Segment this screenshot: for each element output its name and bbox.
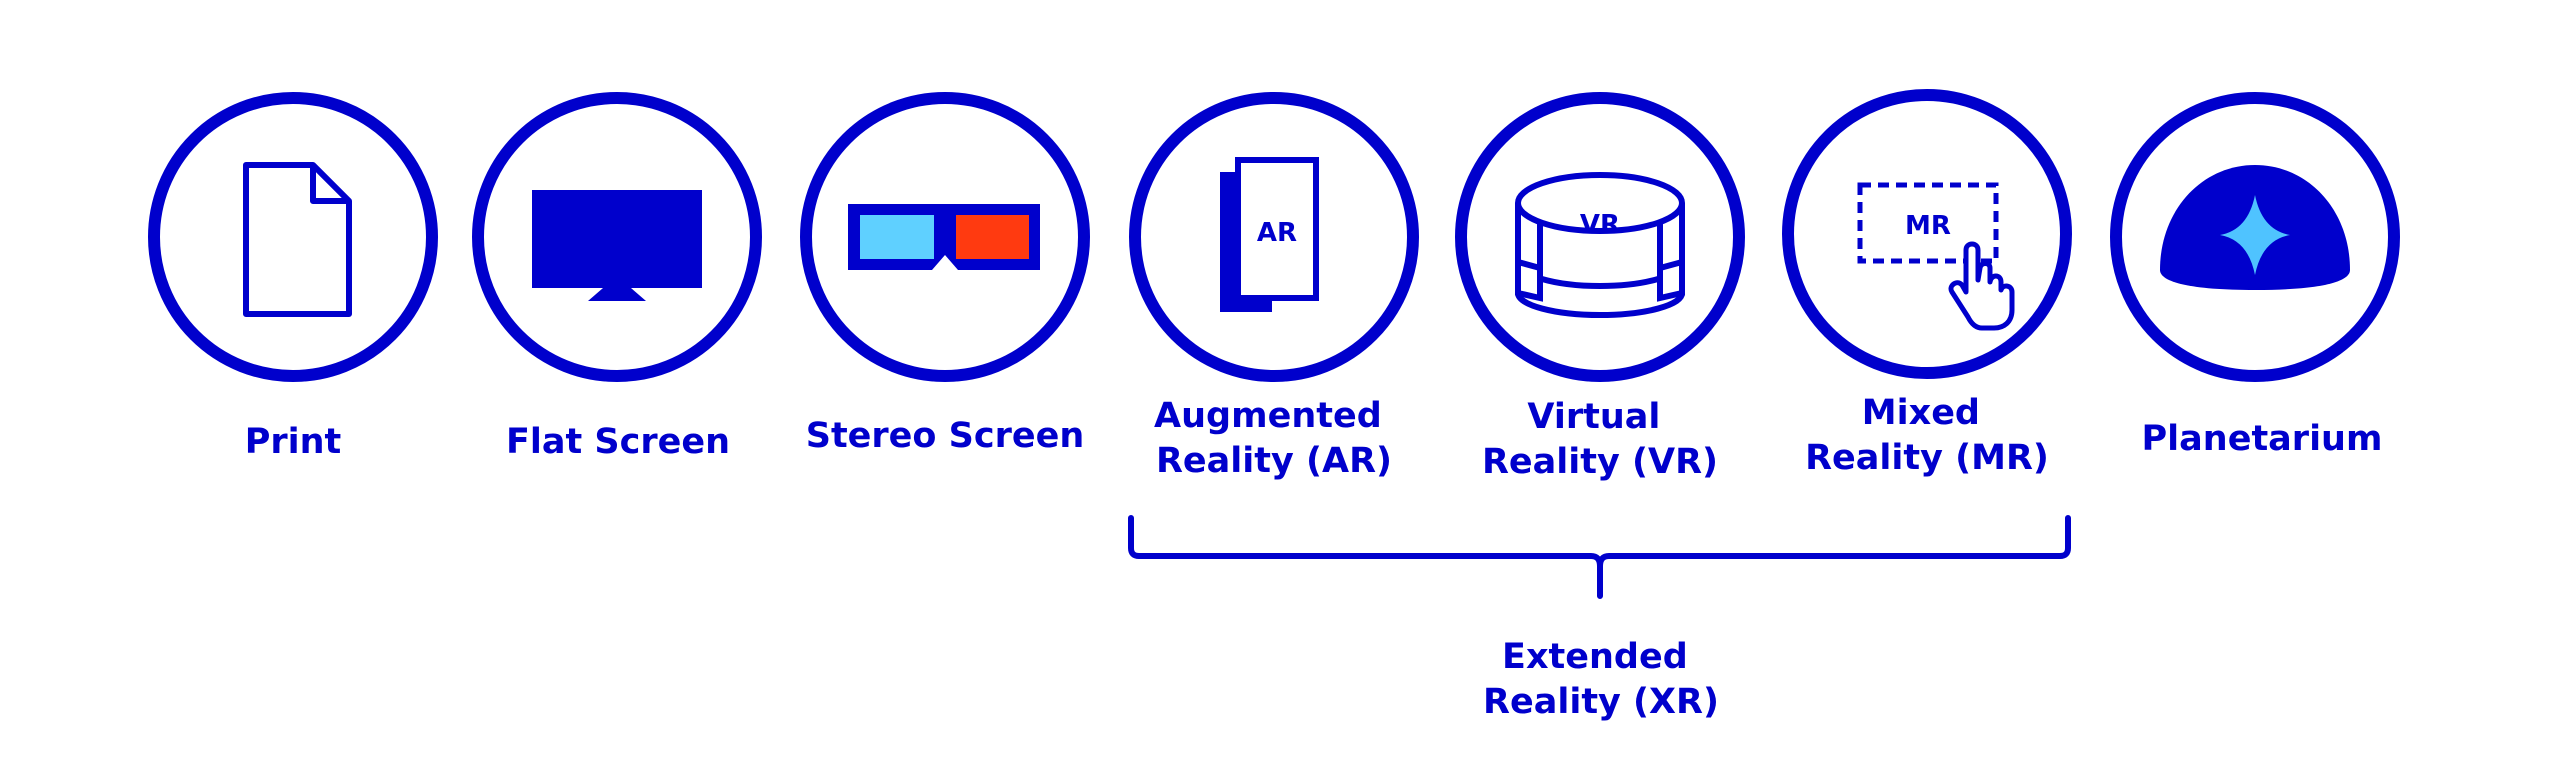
hand-pointer-icon xyxy=(1948,241,2015,331)
augmented-reality-label-line2: Reality (AR) xyxy=(1156,441,1392,481)
svg-text:Virtual Reality (VR): Virtual Reality (VR) xyxy=(1482,397,1718,482)
item-augmented-reality: AR Augmented Reality (AR) xyxy=(1129,92,1419,481)
item-stereo-screen: Stereo Screen xyxy=(800,92,1090,456)
monitor-icon xyxy=(532,190,702,301)
item-virtual-reality: VR Virtual Reality (VR) xyxy=(1455,92,1745,482)
ar-device-icon: AR xyxy=(1220,157,1319,312)
extended-reality-bracket xyxy=(1128,515,2071,599)
extended-reality-group: Extended Reality (XR) xyxy=(1128,515,2071,722)
print-circle xyxy=(148,92,438,382)
stereo-screen-circle xyxy=(800,92,1090,382)
document-icon xyxy=(243,162,352,317)
vr-icon-text: VR xyxy=(1580,210,1620,240)
virtual-reality-circle xyxy=(1455,92,1745,382)
ar-icon-text: AR xyxy=(1257,218,1297,248)
item-mixed-reality: MR Mixed Reality (MR) xyxy=(1782,89,2072,478)
dome-star-icon xyxy=(2160,165,2350,290)
vr-cylinder-icon: VR xyxy=(1515,172,1685,318)
flat-screen-circle xyxy=(472,92,762,382)
extended-reality-label-line1: Extended xyxy=(1502,637,1688,677)
svg-text:Augmented Reality (AR): Augmented Reality (AR) xyxy=(1154,396,1394,481)
virtual-reality-label-line2: Reality (VR) xyxy=(1482,442,1718,482)
3d-glasses-icon xyxy=(848,204,1040,270)
print-label: Print xyxy=(245,422,342,462)
mr-icon-text: MR xyxy=(1905,211,1951,241)
augmented-reality-circle xyxy=(1129,92,1419,382)
mixed-reality-label-line2: Reality (MR) xyxy=(1805,438,2049,478)
planetarium-label: Planetarium xyxy=(2142,419,2383,459)
item-print: Print xyxy=(148,92,438,462)
mixed-reality-label-line1: Mixed xyxy=(1862,393,1980,433)
mixed-reality-circle xyxy=(1782,89,2072,379)
flat-screen-label: Flat Screen xyxy=(506,422,730,462)
svg-text:Mixed Reality (MR): Mixed Reality (MR) xyxy=(1805,393,2049,478)
item-planetarium: Planetarium xyxy=(2110,92,2400,459)
augmented-reality-label-line1: Augmented xyxy=(1154,396,1382,436)
svg-text:Planetarium: Planetarium xyxy=(2142,419,2383,459)
stereo-screen-label: Stereo Screen xyxy=(806,416,1085,456)
svg-text:Print: Print xyxy=(245,422,342,462)
svg-text:Stereo Screen: Stereo Screen xyxy=(806,416,1085,456)
item-flat-screen: Flat Screen xyxy=(472,92,762,462)
mr-pointer-icon: MR xyxy=(1857,182,2015,331)
extended-reality-label-line2: Reality (XR) xyxy=(1483,682,1719,722)
svg-text:Extended Reality (XR): Extended Reality (XR) xyxy=(1483,637,1719,722)
svg-text:Flat Screen: Flat Screen xyxy=(506,422,730,462)
planetarium-circle xyxy=(2110,92,2400,382)
virtual-reality-label-line1: Virtual xyxy=(1527,397,1660,437)
